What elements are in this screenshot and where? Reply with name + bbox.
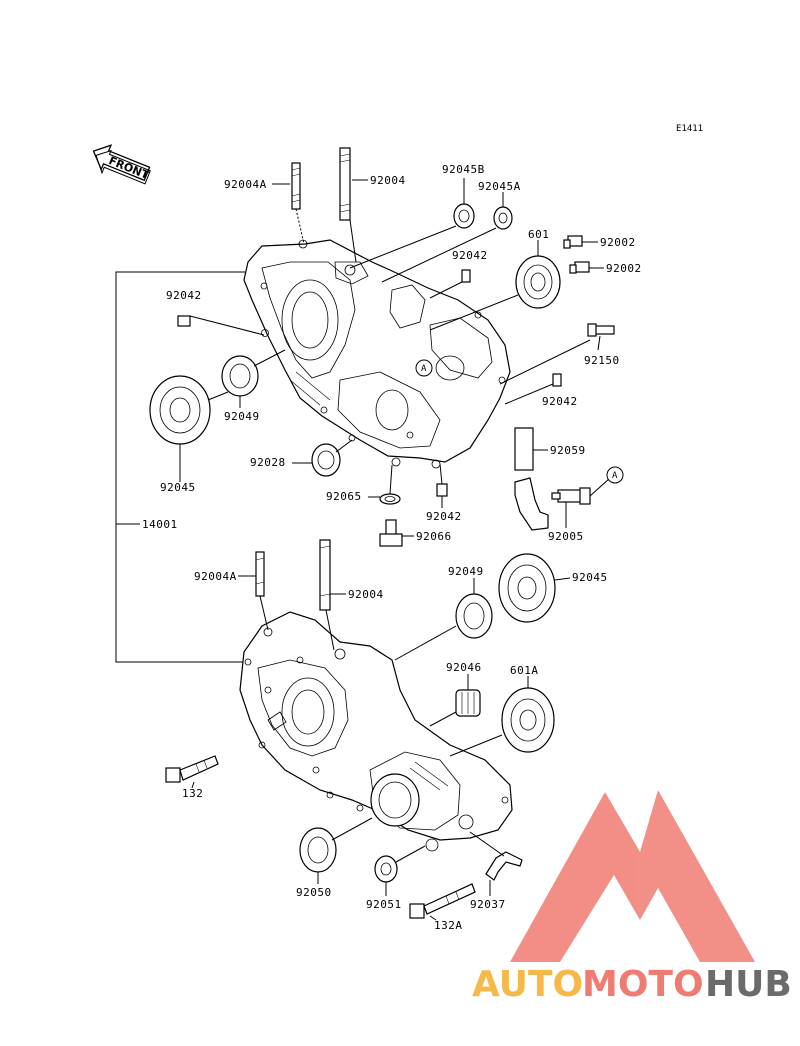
callout-a-case: A — [415, 359, 433, 377]
label-92004A-bottom: 92004A — [194, 570, 237, 583]
label-92042-top: 92042 — [452, 249, 488, 262]
label-92046: 92046 — [446, 661, 482, 674]
washer-92065 — [379, 464, 401, 505]
bolt-92002-b — [569, 261, 604, 274]
bearing-92045A — [381, 206, 513, 283]
diagram-code: E1411 — [676, 124, 703, 134]
watermark-logo — [510, 790, 755, 962]
bearing-92045B — [349, 203, 475, 269]
seal-92050 — [299, 817, 373, 873]
drain-plug-92066 — [379, 519, 414, 547]
fitting-92005 — [551, 477, 611, 505]
dowel-92042-top — [429, 269, 471, 299]
callout-a-label-2: A — [612, 471, 618, 481]
clamp-92037 — [469, 831, 523, 881]
label-92049-top: 92049 — [224, 410, 260, 423]
callout-a-fitting: A — [606, 466, 624, 484]
label-92150: 92150 — [584, 354, 620, 367]
watermark-text: AUTO MOTO HUB — [472, 964, 792, 1005]
pin-92150 — [499, 323, 615, 385]
assembly-bracket — [115, 271, 245, 663]
lower-crankcase-half — [239, 611, 513, 852]
label-92051: 92051 — [366, 898, 402, 911]
leader-lines — [179, 178, 601, 921]
stud-bolt-92004-top — [339, 147, 357, 263]
label-92004A-top: 92004A — [224, 178, 267, 191]
front-arrow-icon: FRONT — [92, 144, 151, 185]
seal-92049-bottom — [394, 593, 493, 661]
label-92045-top: 92045 — [160, 481, 196, 494]
label-92004-top: 92004 — [370, 174, 406, 187]
label-132: 132 — [182, 787, 203, 800]
label-92065: 92065 — [326, 490, 362, 503]
label-92045A: 92045A — [478, 180, 521, 193]
label-601: 601 — [528, 228, 549, 241]
label-92042-bottom: 92042 — [426, 510, 462, 523]
bearing-92045-bottom — [498, 553, 571, 623]
dowel-92042-left — [177, 315, 265, 336]
watermark-hub: HUB — [705, 964, 792, 1005]
label-601A: 601A — [510, 664, 539, 677]
seal-92051 — [374, 845, 426, 883]
part-labels: 92004A 92004 92045B 92045A 601 92002 920… — [142, 163, 642, 932]
label-92066: 92066 — [416, 530, 452, 543]
label-92045-bottom: 92045 — [572, 571, 608, 584]
hose-92059 — [514, 427, 549, 531]
seal-92028 — [311, 439, 353, 477]
stud-bolt-92004-bottom — [319, 539, 335, 651]
watermark-triangle-icon — [510, 790, 755, 962]
bolt-132 — [165, 755, 219, 783]
stud-bolt-92004A-top — [291, 162, 305, 245]
label-92059: 92059 — [550, 444, 586, 457]
bearing-92045-top — [149, 375, 229, 445]
label-92042-right: 92042 — [542, 395, 578, 408]
label-92004-bottom: 92004 — [348, 588, 384, 601]
label-92002-a: 92002 — [600, 236, 636, 249]
bolt-92002-a — [563, 235, 598, 249]
callout-a-label: A — [421, 364, 427, 374]
upper-crankcase-half — [243, 239, 511, 469]
needle-bearing-92046 — [429, 689, 481, 727]
label-92045B: 92045B — [442, 163, 485, 176]
label-92042-left: 92042 — [166, 289, 202, 302]
label-92037: 92037 — [470, 898, 506, 911]
label-92050: 92050 — [296, 886, 332, 899]
stud-bolt-92004A-bottom — [255, 551, 269, 631]
label-132A: 132A — [434, 919, 463, 932]
label-14001: 14001 — [142, 518, 178, 531]
label-92002-b: 92002 — [606, 262, 642, 275]
bolt-132A — [409, 883, 476, 919]
watermark-auto: AUTO — [472, 964, 583, 1005]
label-92049-bottom: 92049 — [448, 565, 484, 578]
seal-92049-top — [221, 349, 286, 397]
label-92005: 92005 — [548, 530, 584, 543]
label-92028: 92028 — [250, 456, 286, 469]
dowel-92042-bottom — [436, 463, 448, 497]
dowel-92042-right — [504, 373, 562, 405]
watermark-moto: MOTO — [582, 964, 704, 1005]
